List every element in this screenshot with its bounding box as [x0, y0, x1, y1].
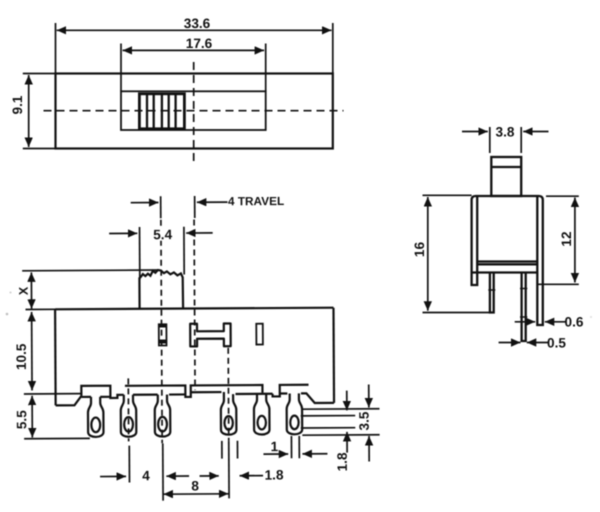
svg-text:10.5: 10.5 — [14, 343, 29, 370]
svg-text:X: X — [17, 286, 31, 295]
svg-text:16: 16 — [412, 242, 427, 258]
svg-text:3.5: 3.5 — [357, 411, 372, 430]
svg-text:5.4: 5.4 — [153, 227, 172, 242]
svg-text:0.5: 0.5 — [547, 336, 566, 351]
svg-text:1: 1 — [271, 439, 279, 454]
svg-text:1.8: 1.8 — [265, 467, 284, 482]
svg-text:3.8: 3.8 — [496, 125, 515, 140]
svg-text:33.6: 33.6 — [184, 16, 211, 31]
svg-text:0.6: 0.6 — [565, 315, 584, 330]
svg-text:5.5: 5.5 — [14, 410, 29, 429]
svg-text:12: 12 — [559, 231, 574, 247]
svg-text:4: 4 — [142, 468, 150, 483]
svg-text:1.8: 1.8 — [335, 452, 350, 471]
svg-text:8: 8 — [191, 478, 199, 493]
svg-text:9.1: 9.1 — [10, 95, 25, 114]
svg-text:17.6: 17.6 — [186, 36, 213, 51]
svg-text:4 TRAVEL: 4 TRAVEL — [228, 194, 284, 208]
